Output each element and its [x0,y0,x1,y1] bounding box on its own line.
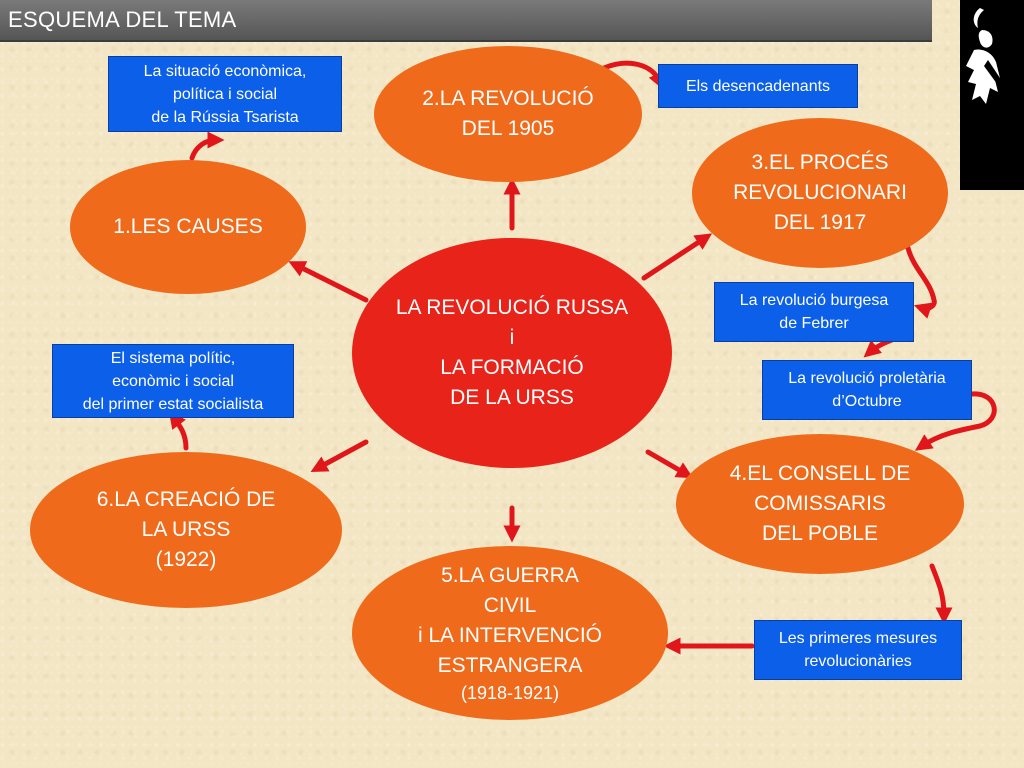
topic-label: CIVIL [483,594,537,617]
topic-label: 3.EL PROCÉS [751,151,889,174]
note-line: Les primeres mesures [778,630,938,647]
note-line: Els desencadenants [685,77,831,95]
topic-label: DEL 1905 [461,117,555,140]
topic-label: DEL 1917 [773,211,867,234]
topic-revolucio-1905[interactable]: 2.LA REVOLUCIÓ DEL 1905 [374,46,642,182]
note-line: de Febrer [779,315,849,332]
arrow-to-creacio [310,439,369,473]
center-label: LA REVOLUCIÓ RUSSA [395,296,629,319]
topic-label: 5.LA GUERRA [441,564,579,587]
topic-creacio-urss[interactable]: 6.LA CREACIÓ DE LA URSS (1922) [30,452,342,608]
topic-guerra-civil[interactable]: 5.LA GUERRA CIVIL i LA INTERVENCIÓ ESTRA… [352,546,668,720]
topic-label: (1922) [155,548,217,571]
topic-label: ESTRANGERA [437,654,583,677]
page-title: ESQUEMA DEL TEMA [8,7,237,32]
note-line: del primer estat socialista [82,395,264,413]
topic-consell-comissaris[interactable]: 4.EL CONSELL DE COMISSARIS DEL POBLE [676,434,964,574]
note-line: La situació econòmica, [143,62,307,80]
center-label: i [509,326,515,349]
central-topic[interactable]: LA REVOLUCIÓ RUSSA i LA FORMACIÓ DE LA U… [352,238,672,468]
arrow-proletaria-to-consell [914,391,997,451]
note-line: revolucionàries [804,653,912,670]
arrow-to-consell [645,449,694,479]
note-line: política i social [172,85,278,103]
note-burgesa[interactable]: La revolució burgesa de Febrer [714,282,914,342]
topic-label: 6.LA CREACIÓ DE [96,488,276,511]
topic-label: 4.EL CONSELL DE [729,462,911,485]
note-desencadenants[interactable]: Els desencadenants [658,64,858,108]
topic-label: 1.LES CAUSES [113,215,263,238]
note-line: de la Rússia Tsarista [151,108,299,126]
topic-causes[interactable]: 1.LES CAUSES [70,160,306,294]
note-sistema[interactable]: El sistema polític, econòmic i social de… [52,344,294,418]
topic-label: COMISSARIS [754,492,886,515]
topic-label: 2.LA REVOLUCIÓ [422,87,594,110]
arrow-consell-to-mesures [929,563,953,625]
note-line: El sistema polític, [110,349,236,367]
topic-dates: (1918-1921) [460,683,560,703]
topic-label: LA URSS [141,518,231,541]
topic-label: i LA INTERVENCIÓ [418,624,602,647]
note-line: La revolució burgesa [739,292,889,309]
note-situacio[interactable]: La situació econòmica, política i social… [108,56,342,132]
center-label: LA FORMACIÓ [440,356,584,379]
note-proletaria[interactable]: La revolució proletària d’Octubre [762,360,972,420]
arrow-to-1917 [641,233,713,281]
lenin-silhouette-icon [966,8,1004,104]
topic-label: DEL POBLE [762,522,878,545]
arrow-1905-to-desencadenants [601,60,665,90]
arrow-creacio-to-sistema [168,411,189,451]
header-bar: ESQUEMA DEL TEMA [0,0,932,42]
note-mesures[interactable]: Les primeres mesures revolucionàries [754,620,962,680]
center-label: DE LA URSS [450,386,574,409]
arrow-1917-to-burgesa [905,245,937,319]
topic-label: REVOLUCIONARI [733,181,907,204]
arrow-to-causes [288,261,369,303]
note-line: econòmic i social [112,372,234,390]
note-line: La revolució proletària [788,370,946,387]
logo-panel [960,0,1024,190]
note-line: d’Octubre [832,393,902,410]
arrow-causes-to-situacio [189,131,225,161]
topic-proces-1917[interactable]: 3.EL PROCÉS REVOLUCIONARI DEL 1917 [692,118,948,268]
